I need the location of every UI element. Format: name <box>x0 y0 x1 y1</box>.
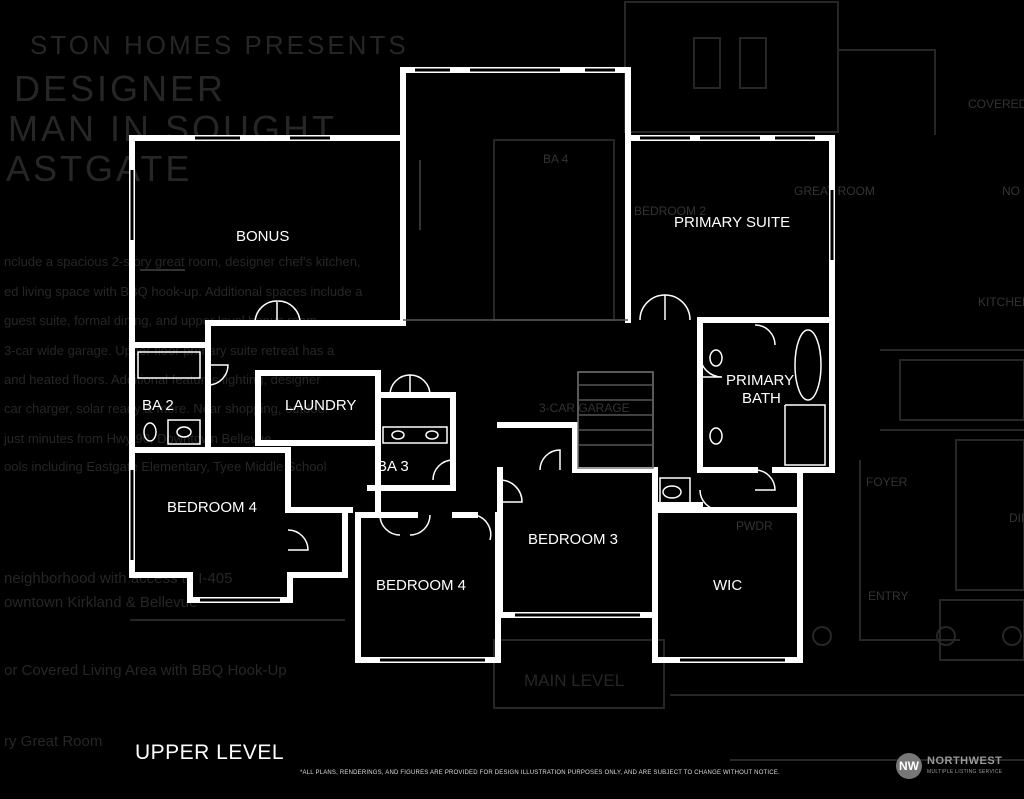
stairs <box>577 371 654 469</box>
ghost-bullet-4: ry Great Room <box>4 733 103 750</box>
wall-laundry <box>255 370 381 446</box>
ghost-para-1: nclude a spacious 2-story great room, de… <box>4 254 361 269</box>
room-label-primary-bath-1: PRIMARY <box>726 372 795 389</box>
ghost-pwdr: PWDR <box>736 519 773 533</box>
nwmls-logo-icon: NW <box>896 753 922 779</box>
room-label-wic: WIC <box>713 577 743 594</box>
room-label-primary-suite: PRIMARY SUITE <box>674 214 791 231</box>
ghost-para-2: ed living space with BBQ hook-up. Additi… <box>4 284 363 299</box>
vanity-ba2 <box>167 419 201 445</box>
wall-ba2 <box>129 342 211 453</box>
ghost-headline-3: ASTGATE <box>6 148 193 189</box>
ghost-para-4: 3-car wide garage. Upper floor primary s… <box>4 343 335 358</box>
fixtures <box>137 160 826 505</box>
tub-primary <box>794 329 822 401</box>
ghost-bullet-3: or Covered Living Area with BBQ Hook-Up <box>4 662 287 679</box>
room-label-ba2: BA 2 <box>142 397 174 414</box>
level-title: UPPER LEVEL <box>135 741 285 764</box>
wall-top-center <box>400 67 631 323</box>
ghost-bullet-2: owntown Kirkland & Bellevue <box>4 594 198 611</box>
ghost-bedroom2: BEDROOM 2 <box>634 204 707 218</box>
ghost-headline-2: MAN IN SOUGHT <box>8 108 338 149</box>
ghost-para-8: ools including Eastgate Elementary, Tyee… <box>4 459 327 474</box>
walls <box>129 67 835 663</box>
wall-wic <box>652 467 803 663</box>
room-label-primary-bath-2: BATH <box>742 390 781 407</box>
ghost-headline-1: DESIGNER <box>14 68 227 109</box>
main-level-ghost-lines <box>130 1 1024 761</box>
room-label-ba3: BA 3 <box>377 458 409 475</box>
nwmls-logo-name: NORTHWEST <box>927 755 1003 767</box>
ghost-builder-line: STON HOMES PRESENTS <box>30 30 409 60</box>
wall-ba3 <box>375 392 456 491</box>
room-label-laundry: LAUNDRY <box>285 397 357 414</box>
wall-primary-bath <box>697 317 758 473</box>
ghost-main-level: MAIN LEVEL <box>524 671 625 690</box>
ghost-para-5: and heated floors. Additional features l… <box>4 372 321 387</box>
room-label-bedroom4-center: BEDROOM 4 <box>376 577 467 594</box>
window-marks <box>130 68 834 662</box>
ghost-covered: COVERED <box>968 97 1024 111</box>
room-label-bonus: BONUS <box>236 228 290 245</box>
vanity-ba3 <box>382 426 448 444</box>
room-label-bedroom3: BEDROOM 3 <box>528 531 619 548</box>
nwmls-logo-tagline: MULTIPLE LISTING SERVICE <box>927 769 1003 775</box>
tub-ba2 <box>137 351 201 379</box>
toilet-primary <box>662 485 682 499</box>
ghost-dining: DIN <box>1009 511 1024 525</box>
toilet-ba2 <box>143 422 157 442</box>
nwmls-logo: NW NORTHWEST MULTIPLE LISTING SERVICE <box>896 753 1016 783</box>
door-swings <box>207 294 776 551</box>
ghost-nook: NO <box>1002 184 1020 198</box>
ghost-ba4: BA 4 <box>543 152 569 166</box>
room-label-bedroom4-left: BEDROOM 4 <box>167 499 258 516</box>
wall-bedroom4-left <box>129 507 348 603</box>
ghost-garage: 3-CAR GARAGE <box>539 401 630 415</box>
ghost-entry: ENTRY <box>868 589 909 603</box>
ghost-foyer: FOYER <box>866 475 908 489</box>
ghost-para-6: car charger, solar ready & more. Near sh… <box>4 401 330 416</box>
ghost-para-7: just minutes from Hwy 90, Downtown Belle… <box>4 431 272 446</box>
ghost-kitchen: KITCHEN <box>978 295 1024 309</box>
disclaimer-text: *ALL PLANS, RENDERINGS, AND FIGURES ARE … <box>300 770 780 776</box>
